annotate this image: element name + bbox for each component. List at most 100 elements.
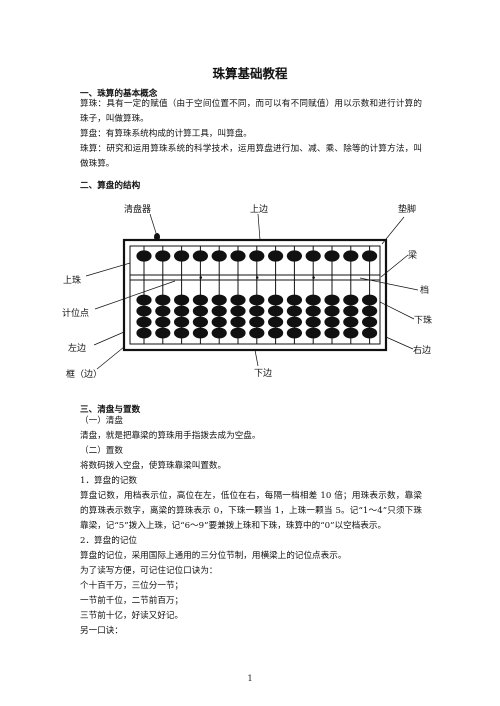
section-2-heading: 二、算盘的结构: [80, 181, 141, 191]
upper-bead: [230, 250, 246, 262]
mnemonic-line-2: 一节前千位，二节前百万；: [80, 596, 184, 606]
lower-bead: [362, 327, 378, 339]
lower-bead: [155, 327, 171, 339]
upper-bead: [211, 250, 227, 262]
subheading-clear: （一）清盘: [80, 416, 123, 426]
lower-bead: [230, 305, 246, 317]
page-number: 1: [247, 674, 253, 683]
label-clearer: 清盘器: [124, 203, 151, 215]
lower-bead: [211, 327, 227, 339]
label-frame: 框（边）: [66, 368, 102, 380]
lower-bead: [324, 316, 340, 328]
mnemonic-intro: 为了读写方便，可记住记位口诀为：: [80, 566, 218, 576]
lower-bead: [174, 327, 190, 339]
lower-bead: [268, 305, 284, 317]
lower-bead: [155, 294, 171, 306]
unit-dot: [312, 276, 315, 279]
label-left-edge: 左边: [68, 342, 86, 354]
lower-bead: [343, 305, 359, 317]
lower-bead: [211, 316, 227, 328]
lower-bead: [268, 327, 284, 339]
lower-bead: [230, 316, 246, 328]
label-rod: 档: [420, 284, 429, 296]
label-top-edge: 上边: [250, 204, 268, 215]
paragraph-zhusuan-definition: 珠算：研究和运用算珠系统的科学技术，运用算盘进行加、减、乘、除等的计算方法，叫做…: [80, 144, 422, 169]
paragraph-clear: 清盘，就是把靠梁的算珠用手指拨去成为空盘。: [80, 431, 261, 441]
label-right-edge: 右边: [413, 344, 431, 356]
mnemonic-other: 另一口诀：: [80, 626, 123, 636]
lower-bead: [230, 327, 246, 339]
lower-bead: [343, 294, 359, 306]
lower-bead: [211, 294, 227, 306]
leader-lines: [85, 213, 419, 370]
lower-bead: [305, 327, 321, 339]
abacus-diagram: 清盘器 上边 垫脚 梁 上珠 档 计位点 下珠 左边 右边 框（边） 下边: [62, 203, 432, 380]
upper-bead: [324, 250, 340, 262]
label-foot: 垫脚: [398, 203, 416, 215]
label-upper-bead: 上珠: [63, 274, 81, 286]
lower-bead: [305, 305, 321, 317]
lower-bead: [155, 305, 171, 317]
lower-bead: [286, 305, 302, 317]
label-bottom-edge: 下边: [254, 368, 272, 379]
abacus-beam: [129, 274, 381, 281]
item-2-heading: 2．算盘的记位: [80, 536, 138, 546]
lower-bead: [174, 294, 190, 306]
paragraph-set-number: 将数码拨入空盘，使算珠靠梁叫置数。: [80, 461, 227, 471]
mnemonic-line-1: 个十百千万，三位分一节；: [80, 581, 184, 591]
lower-bead: [286, 316, 302, 328]
lower-bead: [249, 305, 265, 317]
lower-bead: [136, 294, 152, 306]
lower-bead: [192, 316, 208, 328]
upper-bead: [286, 250, 302, 262]
subheading-set-number: （二）置数: [80, 446, 123, 456]
lower-bead: [268, 294, 284, 306]
paragraph-place-value: 算盘的记位，采用国际上通用的三分位节制，用横梁上的记位点表示。: [80, 551, 347, 561]
lower-bead: [324, 327, 340, 339]
paragraph-counting: 算盘记数，用档表示位，高位在左，低位在右，每隔一档相差 10 倍；用珠表示数，靠…: [80, 491, 422, 531]
lower-bead: [192, 327, 208, 339]
lower-bead: [136, 327, 152, 339]
lower-bead: [362, 316, 378, 328]
abacus-rods: [136, 246, 378, 344]
lower-bead: [136, 316, 152, 328]
lower-bead: [136, 305, 152, 317]
upper-bead: [343, 250, 359, 262]
upper-bead: [192, 250, 208, 262]
lower-bead: [305, 316, 321, 328]
lower-bead: [343, 316, 359, 328]
lower-bead: [324, 294, 340, 306]
lower-bead: [286, 294, 302, 306]
label-beam: 梁: [408, 249, 417, 261]
paragraph-bead-definition: 算珠：具有一定的赋值（由于空间位置不同，而可以有不同赋值）用以示数和进行计算的珠…: [80, 99, 422, 124]
page-title: 珠算基础教程: [212, 66, 288, 81]
upper-bead: [155, 250, 171, 262]
lower-bead: [249, 327, 265, 339]
unit-dot: [255, 276, 259, 279]
upper-bead: [249, 250, 265, 262]
unit-dot: [199, 276, 203, 279]
upper-bead: [174, 250, 190, 262]
label-unit-dot: 计位点: [62, 307, 89, 319]
lower-bead: [268, 316, 284, 328]
lower-bead: [362, 294, 378, 306]
section-1-heading: 一、珠算的基本概念: [80, 89, 158, 99]
label-lower-bead: 下珠: [414, 314, 432, 326]
paragraph-abacus-definition: 算盘：有算珠系统构成的计算工具，叫算盘。: [80, 129, 252, 139]
lower-bead: [192, 305, 208, 317]
lower-bead: [174, 305, 190, 317]
upper-bead: [268, 250, 284, 262]
lower-bead: [174, 316, 190, 328]
lower-bead: [324, 305, 340, 317]
lower-bead: [211, 305, 227, 317]
upper-bead: [362, 250, 378, 262]
lower-bead: [343, 327, 359, 339]
lower-bead: [192, 294, 208, 306]
lower-bead: [249, 316, 265, 328]
lower-bead: [230, 294, 246, 306]
abacus-inner-frame: [129, 245, 381, 345]
lower-bead: [286, 327, 302, 339]
upper-bead: [305, 250, 321, 262]
item-1-heading: 1．算盘的记数: [80, 476, 138, 486]
